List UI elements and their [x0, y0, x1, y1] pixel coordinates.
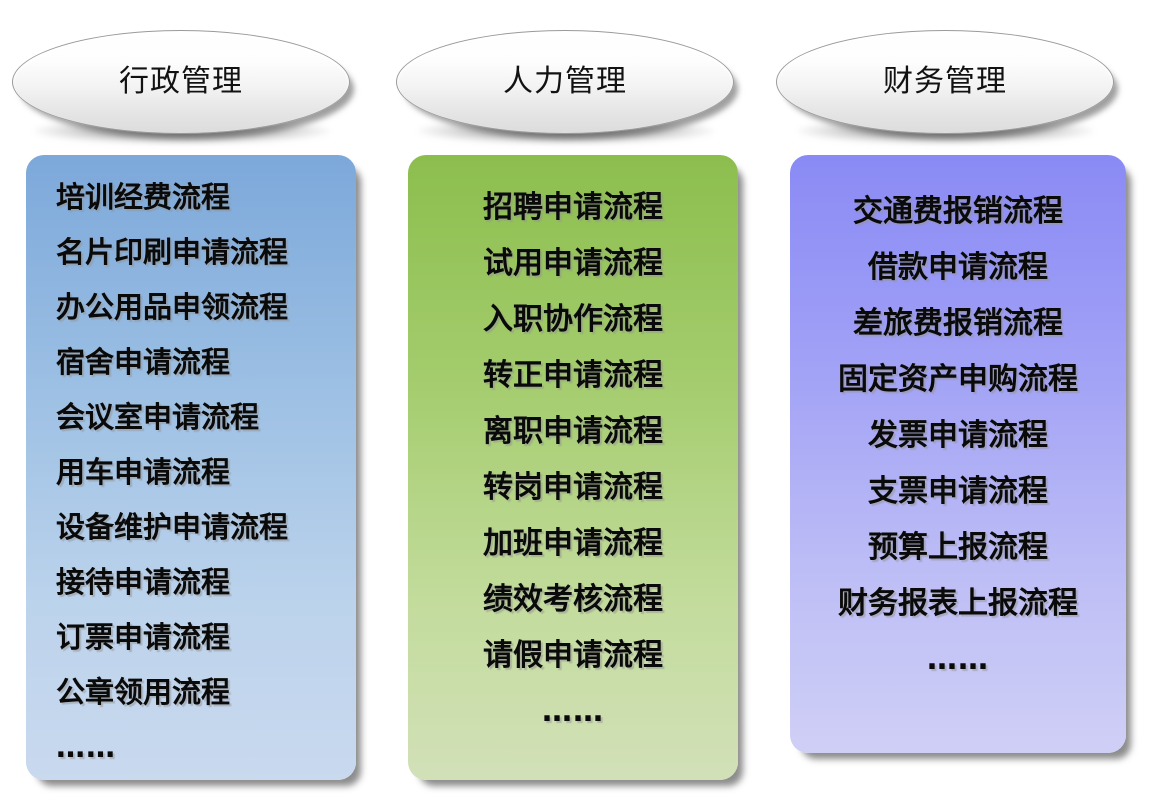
category-header-administration[interactable]: 行政管理 — [12, 30, 352, 144]
category-header-finance[interactable]: 财务管理 — [776, 30, 1116, 144]
list-item[interactable]: 加班申请流程 — [483, 526, 663, 561]
ellipse-shape: 人力管理 — [396, 30, 734, 134]
list-item[interactable]: 公章领用流程 — [56, 675, 231, 709]
list-item[interactable]: 转正申请流程 — [483, 358, 663, 393]
list-item[interactable]: 固定资产申购流程 — [838, 362, 1078, 397]
process-list: 招聘申请流程 试用申请流程 入职协作流程 转正申请流程 离职申请流程 转岗申请流… — [408, 155, 738, 780]
list-item[interactable]: 差旅费报销流程 — [853, 306, 1063, 341]
list-item[interactable]: 请假申请流程 — [483, 638, 663, 673]
list-item[interactable]: 用车申请流程 — [56, 455, 231, 489]
list-item[interactable]: 借款申请流程 — [868, 250, 1048, 285]
category-column-finance: 财务管理 交通费报销流程 借款申请流程 差旅费报销流程 固定资产申购流程 发票申… — [764, 0, 1130, 798]
more-indicator: …… — [56, 730, 116, 764]
process-list-panel-human-resources: 招聘申请流程 试用申请流程 入职协作流程 转正申请流程 离职申请流程 转岗申请流… — [408, 155, 738, 780]
process-list: 培训经费流程 名片印刷申请流程 办公用品申领流程 宿舍申请流程 会议室申请流程 … — [26, 155, 356, 780]
list-item[interactable]: 接待申请流程 — [56, 565, 231, 599]
list-item[interactable]: 会议室申请流程 — [56, 400, 260, 434]
list-item[interactable]: 入职协作流程 — [483, 302, 663, 337]
list-item[interactable]: 交通费报销流程 — [853, 194, 1063, 229]
ellipse-shape: 财务管理 — [776, 30, 1114, 134]
list-item[interactable]: 预算上报流程 — [868, 530, 1048, 565]
list-item[interactable]: 支票申请流程 — [868, 474, 1048, 509]
list-item[interactable]: 订票申请流程 — [56, 620, 231, 654]
process-list-panel-administration: 培训经费流程 名片印刷申请流程 办公用品申领流程 宿舍申请流程 会议室申请流程 … — [26, 155, 356, 780]
ellipse-shape: 行政管理 — [12, 30, 350, 134]
process-list: 交通费报销流程 借款申请流程 差旅费报销流程 固定资产申购流程 发票申请流程 支… — [790, 155, 1126, 753]
list-item[interactable]: 试用申请流程 — [483, 246, 663, 281]
list-item[interactable]: 绩效考核流程 — [483, 582, 663, 617]
list-item[interactable]: 设备维护申请流程 — [56, 510, 289, 544]
more-indicator: …… — [542, 694, 604, 729]
list-item[interactable]: 办公用品申领流程 — [56, 290, 289, 324]
list-item[interactable]: 招聘申请流程 — [483, 190, 663, 225]
category-title: 财务管理 — [883, 64, 1007, 99]
category-header-human-resources[interactable]: 人力管理 — [396, 30, 736, 144]
list-item[interactable]: 转岗申请流程 — [483, 470, 663, 505]
list-item[interactable]: 离职申请流程 — [483, 414, 663, 449]
more-indicator: …… — [927, 642, 989, 677]
list-item[interactable]: 宿舍申请流程 — [56, 345, 231, 379]
category-column-administration: 行政管理 培训经费流程 名片印刷申请流程 办公用品申领流程 宿舍申请流程 会议室… — [0, 0, 366, 798]
process-list-panel-finance: 交通费报销流程 借款申请流程 差旅费报销流程 固定资产申购流程 发票申请流程 支… — [790, 155, 1126, 753]
list-item[interactable]: 培训经费流程 — [56, 180, 231, 214]
list-item[interactable]: 发票申请流程 — [868, 418, 1048, 453]
category-title: 人力管理 — [503, 64, 627, 99]
category-column-human-resources: 人力管理 招聘申请流程 试用申请流程 入职协作流程 转正申请流程 离职申请流程 … — [384, 0, 750, 798]
list-item[interactable]: 名片印刷申请流程 — [56, 235, 289, 269]
list-item[interactable]: 财务报表上报流程 — [838, 586, 1078, 621]
category-title: 行政管理 — [119, 64, 243, 99]
